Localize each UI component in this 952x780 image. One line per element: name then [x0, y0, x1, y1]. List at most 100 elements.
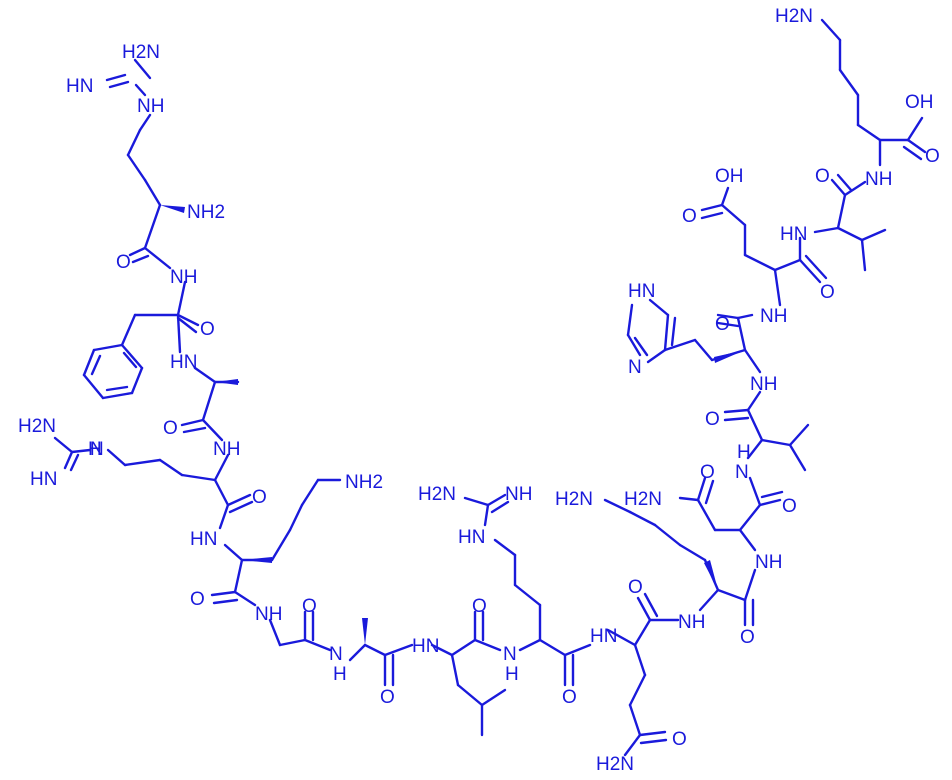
wedge-bond — [242, 557, 272, 563]
atom-label: NH — [750, 374, 777, 395]
bond — [126, 128, 142, 157]
bond — [628, 510, 657, 527]
bond — [134, 83, 147, 97]
bond — [69, 453, 80, 472]
bond — [843, 180, 867, 197]
bond — [563, 643, 592, 657]
atom-label: H2N — [418, 484, 456, 505]
bond — [233, 558, 244, 594]
atom-label: N — [503, 644, 517, 665]
bond — [628, 673, 647, 707]
atom-label: O — [815, 166, 830, 187]
bonds — [53, 18, 927, 757]
atom-label: NH2 — [345, 472, 383, 493]
atom-label: H2N — [624, 489, 662, 510]
bond — [176, 313, 200, 327]
atom-label: HN — [458, 527, 485, 548]
bond — [633, 643, 647, 677]
bond — [830, 178, 847, 197]
bond — [700, 211, 724, 220]
atom-label: NH — [505, 484, 532, 505]
bond — [53, 436, 74, 454]
atom-label: NH — [170, 267, 197, 288]
bond — [180, 473, 217, 482]
atom-label: HN — [412, 636, 439, 657]
bond — [143, 178, 162, 207]
bond — [626, 333, 642, 357]
bond — [736, 313, 754, 320]
bond — [483, 503, 490, 527]
bond — [233, 590, 257, 607]
bond — [636, 596, 652, 622]
bond — [760, 490, 784, 499]
bond — [131, 254, 150, 264]
bond — [158, 458, 184, 477]
atom-label: NH2 — [187, 202, 225, 223]
bond — [606, 628, 637, 647]
bond — [303, 638, 332, 652]
bond — [696, 476, 707, 502]
atom-label: N — [90, 439, 104, 460]
atom-label: O — [740, 627, 755, 648]
bond — [788, 423, 810, 447]
bond — [105, 73, 127, 82]
atom-label: H2N — [596, 754, 634, 775]
bond — [743, 348, 762, 374]
bond — [716, 313, 740, 320]
bond — [126, 153, 147, 182]
bond — [860, 228, 887, 242]
bond — [210, 590, 237, 597]
bond — [490, 500, 510, 514]
bond — [716, 321, 740, 328]
atom-label: NH — [678, 612, 705, 633]
bond — [760, 438, 792, 447]
bond — [836, 193, 847, 230]
atom-label: N — [329, 644, 343, 665]
atom-label: O — [820, 282, 835, 303]
bond — [278, 638, 307, 647]
bond — [228, 500, 254, 514]
atom-labels: H2N HN NH NH2 O NH O HN H2N H N HN O NH … — [18, 6, 940, 775]
bond — [670, 316, 677, 347]
atom-label: HN — [628, 281, 655, 302]
bond — [856, 123, 882, 142]
bond — [122, 351, 138, 369]
bond — [270, 528, 292, 562]
bond — [180, 418, 205, 427]
atom-label: O — [472, 596, 487, 617]
bond — [836, 173, 853, 192]
atom-label: HN — [30, 469, 57, 490]
bond — [268, 618, 282, 647]
bond — [798, 258, 822, 284]
bond — [663, 338, 697, 352]
bond — [450, 653, 460, 687]
bond — [902, 145, 923, 161]
bond — [201, 418, 224, 442]
atom-label: NH — [213, 439, 240, 460]
bond — [773, 258, 802, 272]
bond — [748, 476, 762, 507]
bond — [63, 450, 74, 470]
bond — [518, 638, 542, 652]
bond — [101, 391, 134, 400]
bond — [138, 113, 152, 132]
bond — [906, 138, 927, 154]
bond — [633, 336, 649, 357]
bond — [820, 18, 842, 42]
bond — [704, 479, 715, 505]
wedge-bond — [362, 618, 368, 645]
bond — [746, 438, 764, 460]
bond — [493, 538, 517, 557]
bond — [450, 638, 477, 657]
bond — [738, 503, 762, 532]
bond — [486, 493, 507, 507]
bond — [143, 203, 162, 250]
bond — [223, 543, 244, 562]
atom-label: H2N — [555, 489, 593, 510]
atom-label: H2N — [122, 42, 160, 63]
bond — [746, 408, 764, 442]
bond — [120, 343, 144, 370]
bond — [90, 354, 102, 376]
bond — [348, 643, 367, 662]
